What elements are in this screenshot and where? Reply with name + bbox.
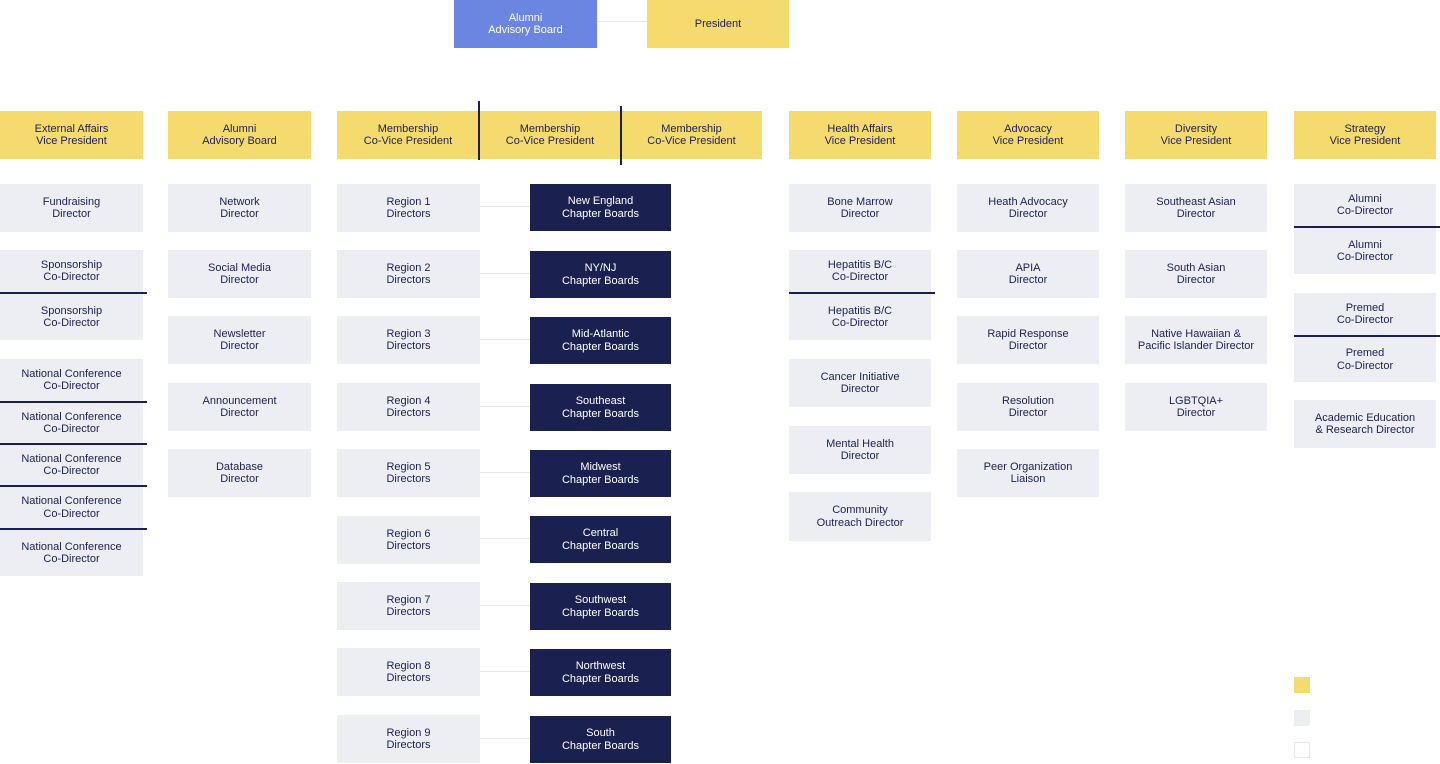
advocacy-vp: Advocacy Vice President — [957, 111, 1099, 159]
region-directors: Region 3 Directors — [337, 316, 480, 364]
hepatitis-co-director: Hepatitis B/C Co-Director — [789, 294, 931, 340]
mental-health-director: Mental Health Director — [789, 426, 931, 474]
legend-swatch-leadership — [1294, 677, 1310, 693]
southeast-asian-director: Southeast Asian Director — [1125, 184, 1267, 232]
chapter-boards: Midwest Chapter Boards — [530, 450, 671, 497]
membership-co-vp: Membership Co-Vice President — [337, 111, 479, 159]
premed-co-director: Premed Co-Director — [1294, 293, 1436, 335]
region-directors: Region 1 Directors — [337, 184, 480, 232]
sponsorship-co-director: Sponsorship Co-Director — [0, 250, 143, 292]
connector-line — [480, 406, 530, 407]
chapter-boards: Mid-Atlantic Chapter Boards — [530, 317, 671, 364]
hepatitis-co-director: Hepatitis B/C Co-Director — [789, 250, 931, 292]
national-conference-co-director: National Conference Co-Director — [0, 445, 143, 485]
chapter-boards: Southeast Chapter Boards — [530, 384, 671, 431]
co-director-divider — [0, 528, 147, 530]
connector-line — [480, 273, 530, 274]
region-directors: Region 8 Directors — [337, 648, 480, 696]
social-media-director: Social Media Director — [168, 250, 311, 298]
co-director-divider — [789, 292, 935, 294]
cancer-initiative-director: Cancer Initiative Director — [789, 359, 931, 407]
national-conference-co-director: National Conference Co-Director — [0, 530, 143, 576]
connector-line — [480, 671, 530, 672]
connector-line — [480, 538, 530, 539]
co-director-divider — [0, 485, 147, 487]
announcement-director: Announcement Director — [168, 383, 311, 431]
alumni-advisory-board-top: Alumni Advisory Board — [454, 0, 597, 48]
connector-line — [480, 206, 530, 207]
region-directors: Region 2 Directors — [337, 250, 480, 298]
south-asian-director: South Asian Director — [1125, 250, 1267, 298]
connector-line — [480, 605, 530, 606]
connector-line — [480, 738, 530, 739]
strategy-vp: Strategy Vice President — [1294, 111, 1436, 159]
co-director-divider — [1294, 335, 1440, 337]
connector-line — [480, 339, 530, 340]
lgbtqia-director: LGBTQIA+ Director — [1125, 383, 1267, 431]
co-director-divider — [0, 292, 147, 294]
membership-co-vp: Membership Co-Vice President — [479, 111, 621, 159]
national-conference-co-director: National Conference Co-Director — [0, 487, 143, 528]
alumni-co-director: Alumni Co-Director — [1294, 228, 1436, 274]
premed-co-director: Premed Co-Director — [1294, 337, 1436, 382]
academic-education-research-director: Academic Education & Research Director — [1294, 400, 1436, 448]
chapter-boards: South Chapter Boards — [530, 716, 671, 763]
chapter-boards: Southwest Chapter Boards — [530, 583, 671, 630]
membership-co-vp: Membership Co-Vice President — [621, 111, 762, 159]
chapter-boards: New England Chapter Boards — [530, 184, 671, 231]
external-affairs-vp: External Affairs Vice President — [0, 111, 143, 159]
rapid-response-director: Rapid Response Director — [957, 316, 1099, 364]
native-hawaiian-pacific-islander-director: Native Hawaiian & Pacific Islander Direc… — [1125, 316, 1267, 364]
heath-advocacy-director: Heath Advocacy Director — [957, 184, 1099, 232]
co-director-divider — [1294, 226, 1440, 228]
connector-line — [597, 21, 647, 22]
peer-organization-liaison: Peer Organization Liaison — [957, 449, 1099, 497]
region-directors: Region 5 Directors — [337, 449, 480, 497]
national-conference-co-director: National Conference Co-Director — [0, 359, 143, 401]
chapter-boards: NY/NJ Chapter Boards — [530, 251, 671, 298]
database-director: Database Director — [168, 449, 311, 497]
network-director: Network Director — [168, 184, 311, 232]
region-directors: Region 9 Directors — [337, 715, 480, 763]
co-vp-divider — [478, 101, 480, 160]
bone-marrow-director: Bone Marrow Director — [789, 184, 931, 232]
alumni-co-director: Alumni Co-Director — [1294, 184, 1436, 226]
apia-director: APIA Director — [957, 250, 1099, 298]
president-box: President — [647, 0, 789, 48]
alumni-advisory-board-head: Alumni Advisory Board — [168, 111, 311, 159]
region-directors: Region 4 Directors — [337, 383, 480, 431]
connector-line — [480, 472, 530, 473]
chapter-boards: Central Chapter Boards — [530, 516, 671, 563]
health-affairs-vp: Health Affairs Vice President — [789, 111, 931, 159]
co-director-divider — [0, 401, 147, 403]
resolution-director: Resolution Director — [957, 383, 1099, 431]
diversity-vp: Diversity Vice President — [1125, 111, 1267, 159]
community-outreach-director: Community Outreach Director — [789, 492, 931, 541]
legend-swatch-director — [1294, 710, 1310, 726]
national-conference-co-director: National Conference Co-Director — [0, 403, 143, 443]
newsletter-director: Newsletter Director — [168, 316, 311, 364]
sponsorship-co-director: Sponsorship Co-Director — [0, 294, 143, 340]
fundraising-director: Fundraising Director — [0, 184, 143, 232]
legend-swatch-empty — [1294, 742, 1310, 758]
chapter-boards: Northwest Chapter Boards — [530, 649, 671, 696]
region-directors: Region 7 Directors — [337, 582, 480, 630]
co-vp-divider — [620, 106, 622, 165]
co-director-divider — [0, 443, 147, 445]
region-directors: Region 6 Directors — [337, 516, 480, 564]
